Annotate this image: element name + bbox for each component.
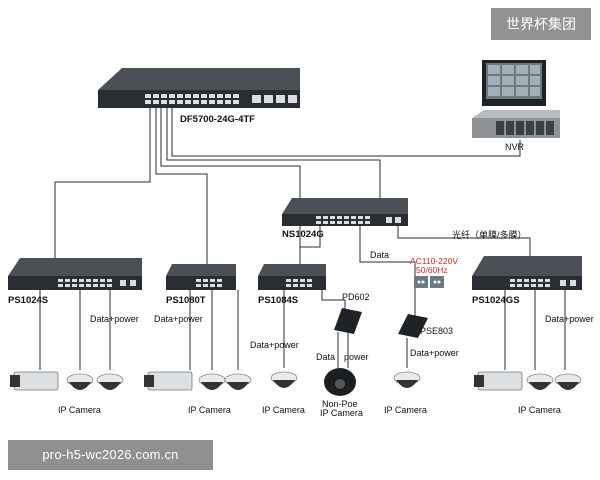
link-label-pse803: Data+power	[410, 348, 459, 358]
core-switch	[98, 68, 300, 108]
ps1084s-label: PS1084S	[258, 295, 298, 306]
ps1084s-switch	[258, 264, 326, 290]
ps1024gs-switch	[472, 256, 582, 290]
dome-camera-icon	[198, 373, 226, 390]
dome-camera-icon	[224, 373, 252, 390]
ps1080t-switch	[166, 264, 236, 290]
connection-lines	[39, 108, 566, 370]
pd602-label: PD602	[342, 292, 370, 302]
ns-switch-label: NS1024G	[282, 229, 324, 240]
ns-switch	[282, 198, 408, 226]
link-label-data: Data	[370, 250, 389, 260]
dome-camera-icon	[66, 373, 94, 390]
nvr-device	[472, 60, 560, 138]
ps1024gs-label: PS1024GS	[472, 295, 520, 306]
link-label-ps1084s: Data+power	[250, 340, 299, 350]
link-label-pd-data: Data	[316, 352, 335, 362]
camera-label-5: IP Camera	[518, 405, 561, 415]
ps1024s-label: PS1024S	[8, 295, 48, 306]
core-switch-label: DF5700-24G-4TF	[180, 114, 255, 125]
bullet-camera-icon	[474, 371, 523, 391]
watermark-bottom: pro-h5-wc2026.com.cn	[8, 440, 213, 470]
camera-label-nonpoe-2: IP Camera	[320, 408, 363, 418]
dome-camera-icon	[96, 373, 124, 390]
ac-voltage-label: AC110-220V	[410, 256, 458, 266]
link-label-pd-power: power	[344, 352, 369, 362]
bullet-camera-icon	[144, 371, 193, 391]
ps1080t-label: PS1080T	[166, 295, 206, 306]
camera-label-3: IP Camera	[262, 405, 305, 415]
camera-label-4: IP Camera	[384, 405, 427, 415]
ps1024s-switch	[8, 258, 142, 290]
watermark-top: 世界杯集团	[491, 8, 591, 40]
link-label-ps1080t: Data+power	[154, 314, 203, 324]
camera-label-1: IP Camera	[58, 405, 101, 415]
camera-label-nonpoe-1: Non-Poe	[322, 399, 358, 409]
dome-camera-icon	[526, 373, 554, 390]
dome-camera-icon	[393, 371, 421, 388]
link-label-ps1024gs: Data+power	[545, 314, 594, 324]
dome-camera-icon	[270, 371, 298, 388]
link-label-fiber: 光纤（单膜/多膜）	[452, 229, 527, 240]
pse803-injector	[398, 314, 428, 338]
ac-frequency-label: 50/60Hz	[416, 265, 448, 275]
dome-camera-icon	[554, 373, 582, 390]
pd602-splitter	[334, 308, 362, 334]
non-poe-camera-icon	[324, 368, 356, 396]
nvr-label: NVR	[505, 142, 525, 152]
pse803-label: PSE803	[420, 326, 453, 336]
link-label-ps1024s: Data+power	[90, 314, 139, 324]
ac-outlet	[414, 276, 444, 288]
cameras	[10, 368, 582, 396]
camera-label-2: IP Camera	[188, 405, 231, 415]
bullet-camera-icon	[10, 371, 59, 391]
